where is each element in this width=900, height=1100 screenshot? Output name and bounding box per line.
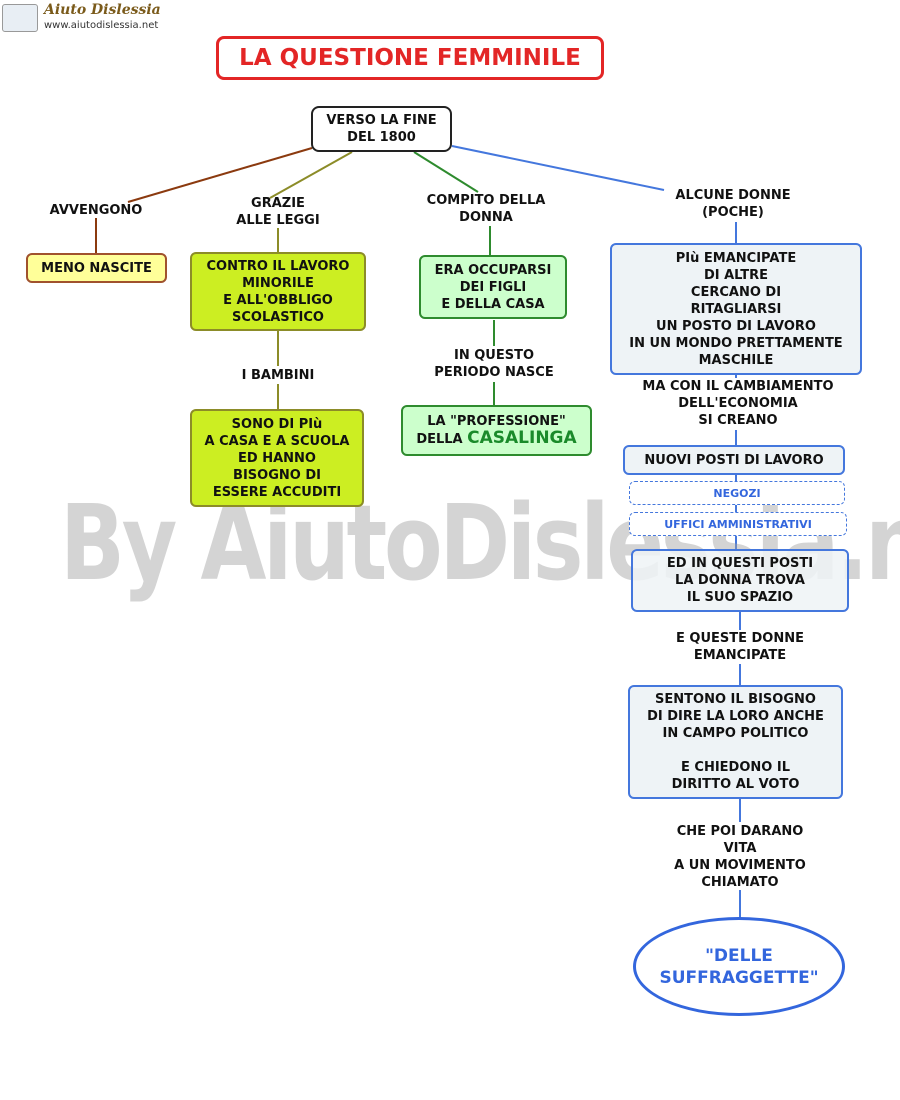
della-prefix: DELLA	[416, 432, 468, 447]
oval-suffraggette: "DELLE SUFFRAGGETTE"	[633, 917, 845, 1016]
box-piu-emancipate: PIù EMANCIPATE DI ALTRE CERCANO DI RITAG…	[610, 243, 862, 375]
label-i-bambini: I BAMBINI	[241, 368, 315, 383]
box-meno-nascite: MENO NASCITE	[26, 253, 167, 283]
watermark-text: By AiutoDislessia.net	[60, 482, 900, 604]
link-root-grazie	[269, 151, 353, 199]
professione-line: LA "PROFESSIONE"	[427, 414, 566, 429]
box-sono-di-piu: SONO DI PIù A CASA E A SCUOLA ED HANNO B…	[190, 409, 364, 507]
link-root-compito	[413, 151, 479, 193]
box-professione-casalinga: LA "PROFESSIONE" DELLA CASALINGA	[401, 405, 592, 456]
sub-negozi: NEGOZI	[629, 481, 845, 505]
label-compito-della-donna: COMPITO DELLA DONNA	[426, 193, 546, 225]
casalinga-line: DELLA CASALINGA	[416, 430, 576, 448]
page-title: LA QUESTIONE FEMMINILE	[216, 36, 604, 80]
sub-uffici-amministrativi: UFFICI AMMINISTRATIVI	[629, 512, 847, 536]
label-ma-con-il-cambiamento: MA CON IL CAMBIAMENTO DELL'ECONOMIA SI C…	[620, 378, 856, 429]
computer-icon	[2, 4, 38, 32]
logo-url: www.aiutodislessia.net	[44, 20, 159, 31]
site-logo[interactable]: Aiuto Dislessia www.aiutodislessia.net	[0, 0, 161, 36]
link-root-avvengono	[127, 147, 313, 203]
box-sentono-il-bisogno: SENTONO IL BISOGNO DI DIRE LA LORO ANCHE…	[628, 685, 843, 799]
label-e-queste-donne: E QUESTE DONNE EMANCIPATE	[675, 631, 804, 663]
label-grazie-alle-leggi: GRAZIE ALLE LEGGI	[236, 196, 320, 228]
casalinga-word: CASALINGA	[467, 428, 577, 448]
label-in-questo-periodo: IN QUESTO PERIODO NASCE	[434, 348, 554, 380]
box-contro-lavoro-minorile: CONTRO IL LAVORO MINORILE E ALL'OBBLIGO …	[190, 252, 366, 331]
root-node: VERSO LA FINE DEL 1800	[311, 106, 452, 152]
label-avvengono: AVVENGONO	[49, 203, 143, 218]
box-era-occuparsi: ERA OCCUPARSI DEI FIGLI E DELLA CASA	[419, 255, 567, 319]
box-ed-in-questi-posti: ED IN QUESTI POSTI LA DONNA TROVA IL SUO…	[631, 549, 849, 612]
label-che-poi-darano: CHE POI DARANO VITA A UN MOVIMENTO CHIAM…	[674, 824, 806, 890]
logo-name: Aiuto Dislessia	[44, 2, 161, 18]
box-nuovi-posti: NUOVI POSTI DI LAVORO	[623, 445, 845, 475]
link-root-alcune	[451, 145, 665, 191]
label-alcune-donne: ALCUNE DONNE (POCHE)	[675, 188, 791, 220]
